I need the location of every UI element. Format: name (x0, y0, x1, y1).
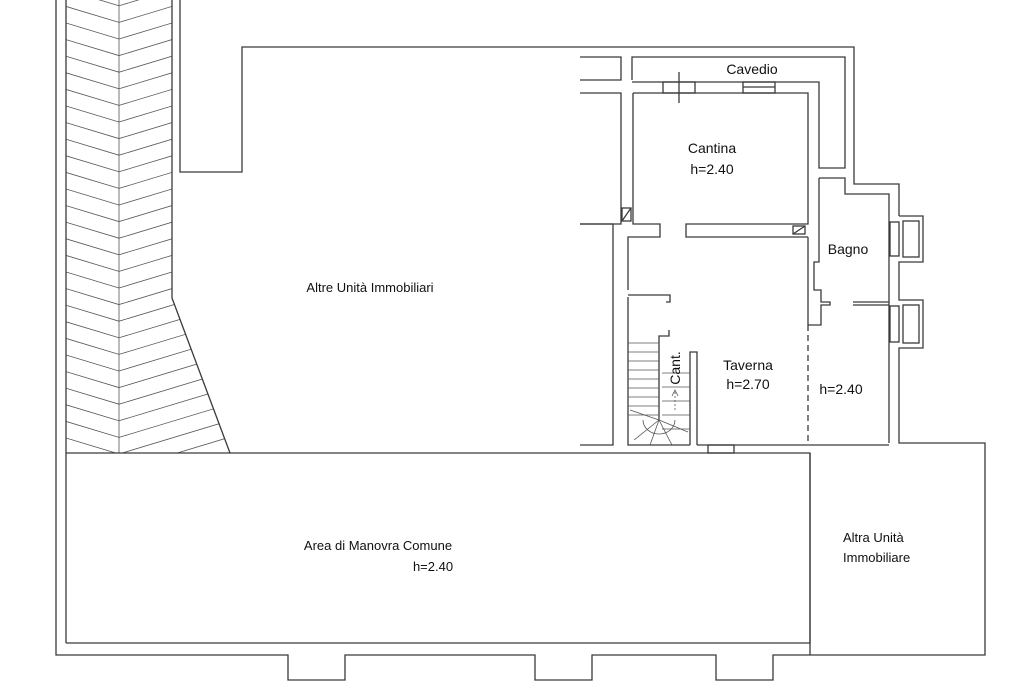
hatch-line (119, 409, 230, 453)
hatch-line (66, 55, 119, 73)
hatch-line (119, 193, 230, 256)
hatch-line (66, 338, 119, 355)
hatch-line (119, 0, 230, 40)
hatch-line (66, 354, 119, 372)
hatch-line (119, 160, 230, 222)
staircase (628, 342, 690, 446)
label-taverna-height: h=2.70 (726, 376, 769, 392)
hatch-line (119, 426, 230, 453)
stair-step (649, 419, 660, 446)
hatch-line (119, 276, 230, 339)
hatch-line (119, 210, 230, 272)
hatch-line (66, 288, 119, 305)
label-cantina: Cantina (688, 140, 736, 156)
hatch-line (66, 39, 119, 56)
hatch-line (66, 105, 119, 123)
hatch-line (119, 143, 230, 206)
hatch-line (119, 77, 230, 139)
hatch-line (119, 309, 230, 372)
label-area-manovra: Area di Manovra Comune (304, 538, 452, 553)
label-area-manovra-height: h=2.40 (413, 559, 453, 574)
hatch-line (119, 376, 230, 438)
hatch-line (66, 437, 119, 453)
label-cant-stair: Cant. (667, 351, 683, 384)
hatch-line (66, 205, 119, 222)
label-side-height: h=2.40 (819, 381, 862, 397)
hatch-line (119, 27, 230, 90)
hatch-line (119, 260, 230, 322)
hatch-line (66, 155, 119, 173)
hatch-line (119, 110, 230, 173)
label-altre-unita: Altre Unità Immobiliari (306, 280, 433, 295)
hatch-line (119, 0, 230, 7)
stair-step (633, 419, 660, 441)
hatch-line (66, 271, 119, 289)
hatch-line (119, 326, 230, 388)
hatch-line (66, 188, 119, 206)
label-altra-unita-2: Immobiliare (843, 550, 910, 565)
room-labels: Cavedio Cantina h=2.40 Bagno Altre Unità… (304, 61, 910, 574)
hatch-line (66, 471, 119, 487)
hatch-line (119, 226, 230, 289)
stair-step (629, 409, 660, 421)
label-cavedio: Cavedio (726, 61, 778, 77)
hatch-line (66, 138, 119, 156)
hatch-line (66, 72, 119, 90)
hatch-line (119, 0, 230, 23)
hatch-line (119, 293, 230, 355)
hatch-line (66, 321, 119, 339)
hatch-line (66, 371, 119, 388)
hatch-line (119, 44, 230, 106)
hatch-line (119, 243, 230, 305)
label-bagno: Bagno (828, 241, 869, 257)
hatch-line (66, 172, 119, 189)
hatch-line (66, 455, 119, 471)
label-cantina-height: h=2.40 (690, 161, 733, 177)
hatch-line (66, 387, 119, 405)
hatch-line (66, 304, 119, 322)
hatch-line (119, 11, 230, 73)
hatched-wall-area (66, 0, 230, 487)
hatch-line (66, 404, 119, 422)
hatch-line (119, 177, 230, 239)
hatch-line (66, 6, 119, 23)
hatch-line (66, 122, 119, 139)
hatch-line (119, 60, 230, 123)
hatch-line (66, 238, 119, 256)
hatch-line (66, 221, 119, 239)
hatch-line (66, 421, 119, 438)
hatch-line (119, 343, 230, 405)
walls (55, 0, 986, 681)
hatch-line (66, 255, 119, 272)
hatch-line (119, 94, 230, 156)
label-taverna: Taverna (723, 357, 773, 373)
hatch-line (119, 127, 230, 189)
hatch-line (66, 89, 119, 106)
hatch-line (66, 0, 119, 7)
label-altra-unita-1: Altra Unità (843, 530, 904, 545)
hatch-line (119, 359, 230, 422)
hatch-line (66, 22, 119, 40)
